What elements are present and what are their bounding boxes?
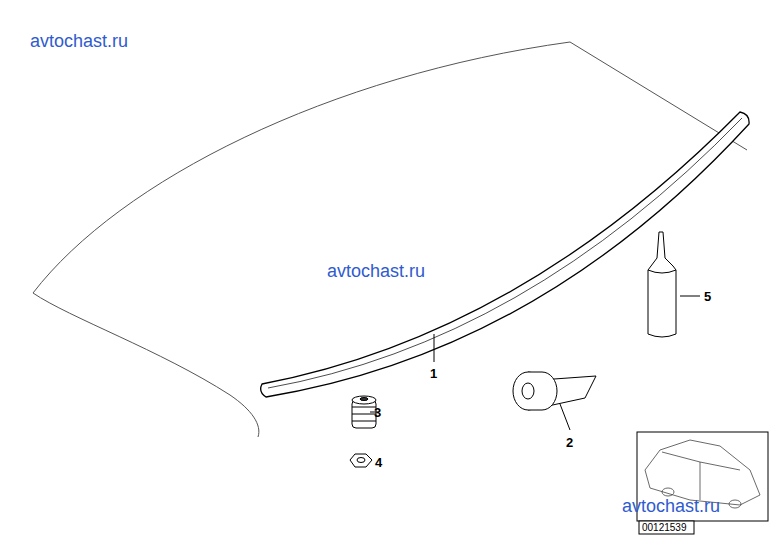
adhesive-bottle	[648, 232, 676, 337]
callout-number: 1	[430, 367, 437, 380]
spoiler	[261, 112, 749, 397]
tape-roll	[513, 372, 596, 410]
leader-line	[680, 296, 700, 297]
nut	[350, 454, 372, 467]
diagram-reference: 00121539	[642, 523, 687, 533]
watermark: avtochast.ru	[622, 497, 720, 515]
lid-outline	[33, 42, 747, 293]
callout-number: 4	[375, 456, 382, 469]
callout-number: 3	[374, 406, 381, 419]
watermark: avtochast.ru	[327, 262, 425, 280]
leader-line	[560, 404, 570, 430]
watermark: avtochast.ru	[30, 32, 128, 50]
lid-outline	[33, 293, 259, 437]
spoiler-edge	[268, 118, 742, 388]
callout-number: 5	[704, 290, 711, 303]
leader-line	[434, 334, 435, 362]
ref-box	[639, 521, 694, 534]
callout-number: 2	[566, 436, 573, 449]
